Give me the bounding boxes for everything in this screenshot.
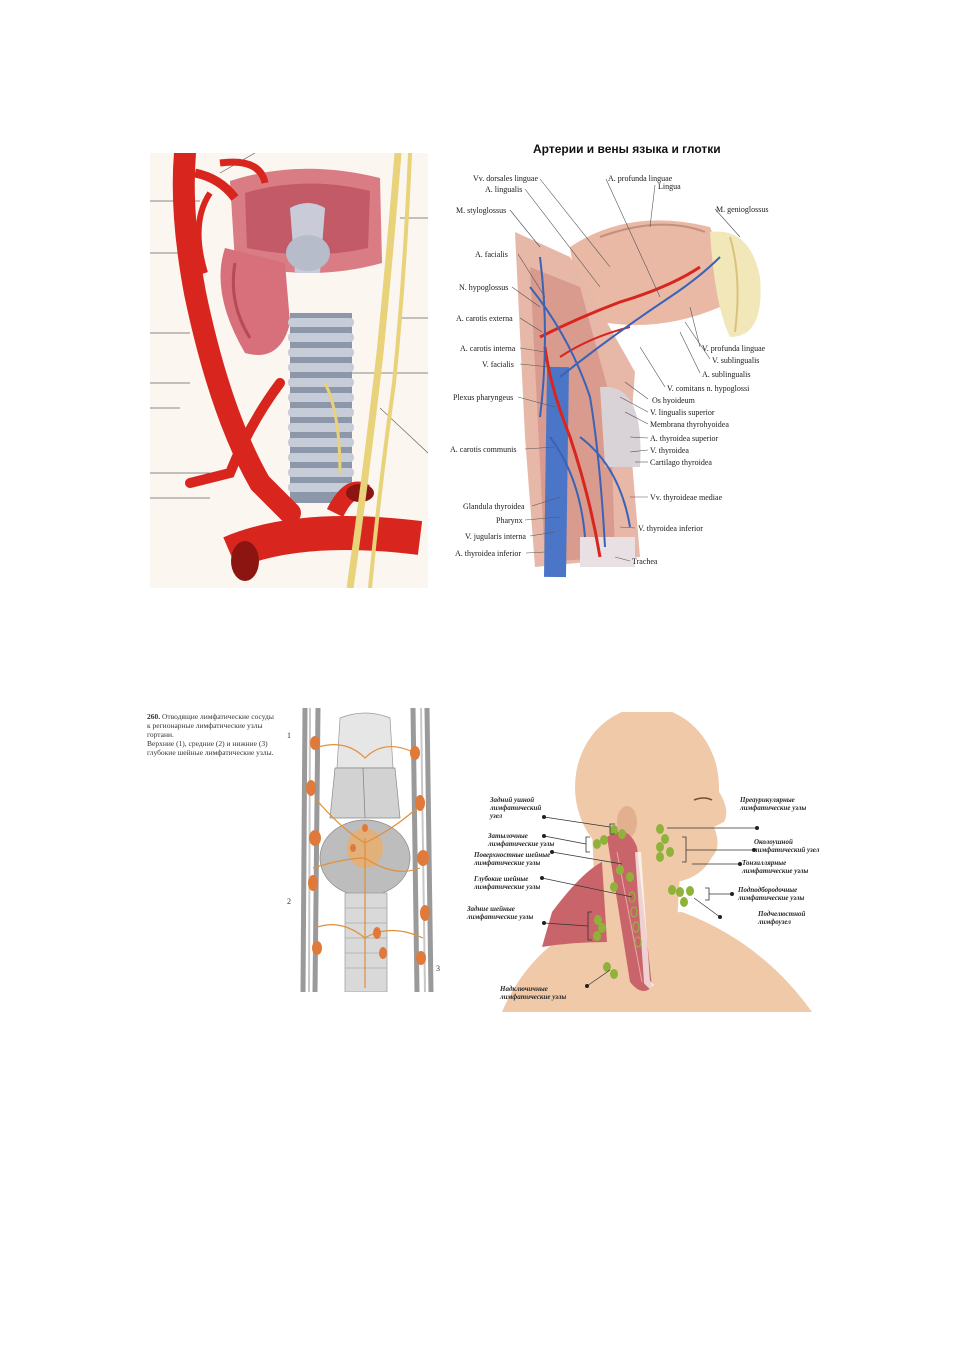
caption-number: 260.: [147, 712, 161, 721]
label-preauricular-nodes: Преаурикулярные лимфатические узлы: [740, 796, 807, 812]
label-a-thyroidea-inferior: A. thyroidea inferior: [455, 549, 521, 558]
label-cartilago-thyroidea: Cartilago thyroidea: [650, 458, 712, 467]
label-vv-dorsales-linguae: Vv. dorsales linguae: [473, 174, 539, 183]
label-v-lingualis-superior: V. lingualis superior: [650, 408, 715, 417]
label-supraclavicular-nodes: Надключичные лимфатические узлы: [500, 985, 567, 1001]
label-submandibular-node: Подчелюстной лимфоузел: [758, 910, 806, 926]
label-a-carotis-communis: A. carotis communis: [450, 445, 517, 454]
label-v-thyroidea: V. thyroidea: [650, 446, 689, 455]
label-v-comitans-n-hypoglossi: V. comitans n. hypoglossi: [667, 384, 750, 393]
figure-title: Артерии и вены языка и глотки: [533, 142, 721, 156]
label-a-carotis-externa: A. carotis externa: [456, 314, 513, 323]
neck-lymph-illustration: [502, 712, 812, 1012]
label-lingua: Lingua: [658, 182, 681, 191]
label-plexus-pharyngeus: Plexus pharyngeus: [453, 393, 514, 402]
label-posterior-cervical-nodes: Задние шейные лимфатические узлы: [467, 905, 534, 921]
label-membrana-thyrohyoidea: Membrana thyrohyoidea: [650, 420, 729, 429]
label-a-facialis: A. facialis: [475, 250, 508, 259]
larynx-lymph-illustration: [300, 708, 434, 992]
label-v-jugularis-interna: V. jugularis interna: [465, 532, 526, 541]
label-parotid-node: Околоушной лимфатический узел: [754, 838, 820, 854]
figure-neck-lymph-nodes: Задний ушной лимфатический узел Затылочн…: [462, 712, 822, 1012]
label-a-thyroidea-superior: A. thyroidea superior: [650, 434, 719, 443]
figure-tongue-pharynx-vessels: Артерии и вены языка и глотки: [430, 137, 804, 588]
figure-arteries-larynx: [150, 153, 428, 588]
label-superficial-cervical-nodes: Поверхностные шейные лимфатические узлы: [474, 851, 551, 867]
figure-caption-260: 260. Отводящие лимфатические сосуды к ре…: [147, 712, 277, 757]
arteries-larynx-illustration: [150, 153, 428, 588]
label-m-styloglossus: M. styloglossus: [456, 206, 507, 215]
figure-larynx-lymph: [285, 708, 443, 992]
label-v-thyroidea-inferior: V. thyroidea inferior: [638, 524, 703, 533]
label-n-hypoglossus: N. hypoglossus: [459, 283, 509, 292]
label-occipital-nodes: Затылочные лимфатические узлы: [488, 832, 555, 848]
label-vv-thyroideae-mediae: Vv. thyroideae mediae: [650, 493, 723, 502]
label-v-profunda-linguae: V. profunda linguae: [702, 344, 766, 353]
label-v-facialis: V. facialis: [482, 360, 514, 369]
marker-3: 3: [436, 964, 440, 973]
label-deep-cervical-nodes: Глубокие шейные лимфатические узлы: [474, 875, 541, 891]
marker-2: 2: [287, 897, 291, 906]
label-v-sublingualis: V. sublingualis: [712, 356, 760, 365]
label-pharynx: Pharynx: [496, 516, 523, 525]
label-a-sublingualis: A. sublingualis: [702, 370, 751, 379]
label-m-genioglossus: M. genioglossus: [716, 205, 769, 214]
label-glandula-thyroidea: Glandula thyroidea: [463, 502, 525, 511]
label-trachea: Trachea: [632, 557, 658, 566]
label-a-carotis-interna: A. carotis interna: [460, 344, 516, 353]
label-submental-nodes: Подподбородочные лимфатические узлы: [738, 886, 805, 902]
label-a-profunda-linguae: A. profunda linguae: [608, 174, 673, 183]
label-posterior-auricular-node: Задний ушной лимфатический узел: [490, 796, 542, 820]
marker-1: 1: [287, 731, 291, 740]
caption-text: Отводящие лимфатические сосуды к региона…: [147, 712, 274, 739]
label-os-hyoideum: Os hyoideum: [652, 396, 695, 405]
label-tonsillar-nodes: Тонзиллярные лимфатические узлы: [742, 859, 809, 875]
caption-note: Верхние (1), средние (2) и нижние (3) гл…: [147, 739, 274, 757]
tongue-pharynx-illustration: [509, 178, 761, 578]
label-a-lingualis: A. lingualis: [485, 185, 523, 194]
